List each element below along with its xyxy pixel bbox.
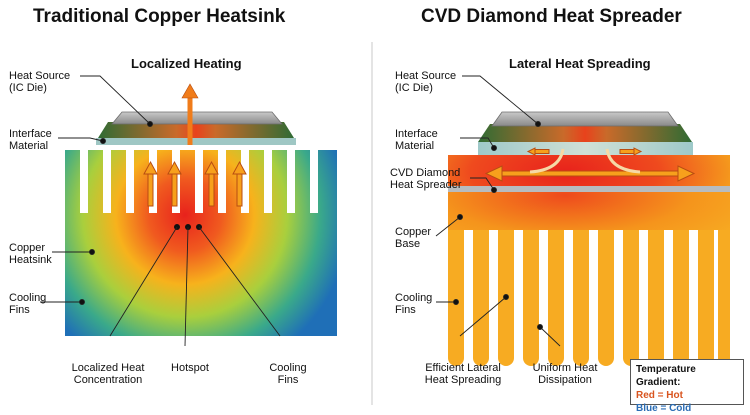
left-subtitle: Localized Heating [131, 56, 242, 71]
right-label-efficient-lateral: Efficient Lateral Heat Spreading [424, 362, 502, 386]
right-chip [491, 111, 679, 127]
left-chip [111, 111, 283, 125]
right-label-uniform: Uniform Heat Dissipation [532, 362, 598, 386]
left-interface [96, 138, 296, 145]
legend-title: Temperature Gradient: [636, 364, 696, 388]
right-interface [478, 142, 693, 155]
right-fins [448, 222, 730, 366]
left-label-heat-source: Heat Source (IC Die) [9, 70, 71, 94]
right-label-copper-base: Copper Base [395, 226, 432, 250]
left-label-hotspot: Hotspot [171, 362, 209, 374]
left-label-interface: Interface Material [9, 128, 52, 152]
right-heatsink [448, 111, 730, 366]
left-label-cooling-fins: Cooling Fins [9, 292, 47, 316]
left-fin-arrows [143, 160, 247, 207]
right-title: CVD Diamond Heat Spreader [421, 6, 682, 27]
right-leader-lines [435, 75, 561, 347]
right-label-heat-source: Heat Source (IC Die) [395, 70, 457, 94]
legend-cold: Blue = Cold [636, 403, 692, 414]
left-title: Traditional Copper Heatsink [33, 6, 286, 27]
left-label-localized-heat: Localized Heat Concentration [71, 362, 145, 386]
legend-hot: Red = Hot [636, 390, 683, 401]
left-fins [65, 150, 337, 215]
left-board [98, 122, 294, 138]
right-copper-base [448, 192, 730, 230]
right-lateral-arrows [484, 147, 696, 182]
right-label-interface: Interface Material [395, 128, 438, 152]
left-label-cooling-fins-bottom: Cooling Fins [269, 362, 307, 386]
left-label-copper-heatsink: Copper Heatsink [9, 242, 52, 266]
right-label-cooling-fins: Cooling Fins [395, 292, 433, 316]
temperature-legend: Temperature Gradient: Red = Hot Blue = C… [630, 359, 744, 414]
right-label-cvd-diamond: CVD Diamond Heat Spreader [390, 167, 462, 191]
right-subtitle: Lateral Heat Spreading [509, 56, 651, 71]
left-leader-lines [40, 75, 281, 347]
left-heatsink [65, 83, 337, 336]
right-board [478, 124, 692, 142]
